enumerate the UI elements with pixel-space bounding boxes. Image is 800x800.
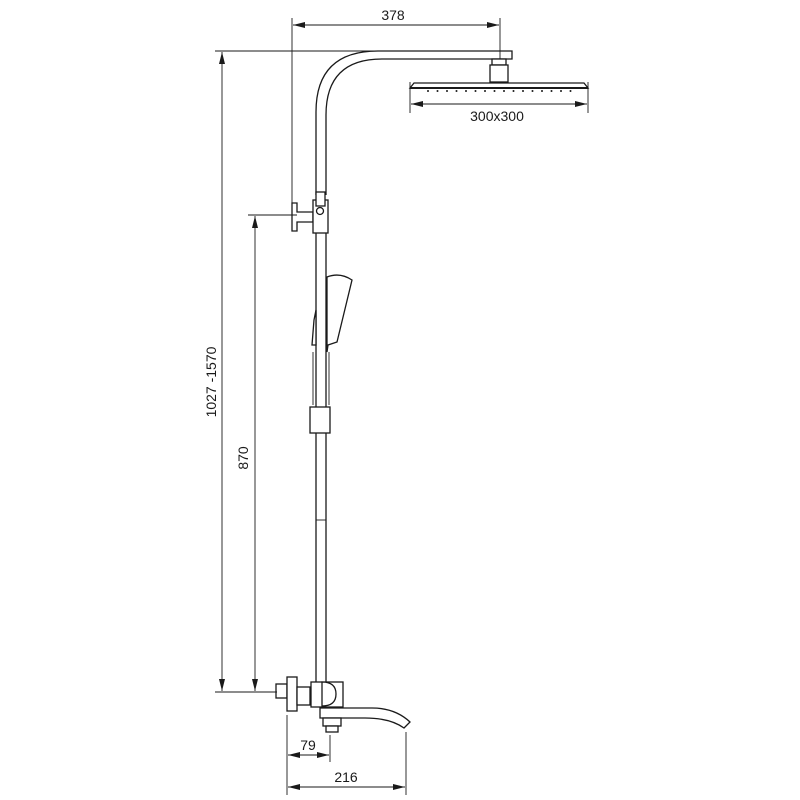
bath-mixer xyxy=(275,676,411,733)
rain-shower-head xyxy=(408,58,590,92)
nozzle-dot xyxy=(541,90,543,92)
nozzle-dot xyxy=(455,90,458,92)
dimension-arm-reach: 378 xyxy=(291,7,501,205)
dimension-label-378: 378 xyxy=(381,7,405,23)
hand-shower xyxy=(309,274,353,434)
dimension-spout-length: 216 xyxy=(288,732,407,795)
riser-pipe xyxy=(315,233,327,682)
dimension-label-216: 216 xyxy=(334,769,358,785)
nozzle-dot xyxy=(446,90,448,92)
dimension-head-size: 300x300 xyxy=(409,82,589,124)
nozzle-dot xyxy=(569,90,572,92)
dimension-label-79: 79 xyxy=(300,737,316,753)
nozzle-dot xyxy=(503,90,505,92)
nozzle-dot xyxy=(550,90,553,92)
dimension-label-300x300: 300x300 xyxy=(470,108,524,124)
nozzle-dot xyxy=(512,90,515,92)
nozzle-dot xyxy=(531,90,534,92)
dimension-mixer-offset: 79 xyxy=(286,715,331,795)
dimension-label-870: 870 xyxy=(235,446,251,470)
dimension-label-1027-1570: 1027 -1570 xyxy=(203,346,219,417)
nozzle-dot xyxy=(560,90,562,92)
nozzle-dot xyxy=(484,90,486,92)
dimension-total-height: 1027 -1570 xyxy=(203,50,380,691)
nozzle-dot xyxy=(436,90,439,92)
nozzle-dot xyxy=(493,90,496,92)
wall-bracket xyxy=(291,191,329,234)
nozzle-dot xyxy=(474,90,477,92)
nozzle-dots xyxy=(427,90,572,92)
dimension-mixer-to-bracket: 870 xyxy=(215,214,297,693)
nozzle-dot xyxy=(522,90,524,92)
shower-arm xyxy=(315,50,513,195)
nozzle-dot xyxy=(427,90,429,92)
nozzle-dot xyxy=(465,90,467,92)
